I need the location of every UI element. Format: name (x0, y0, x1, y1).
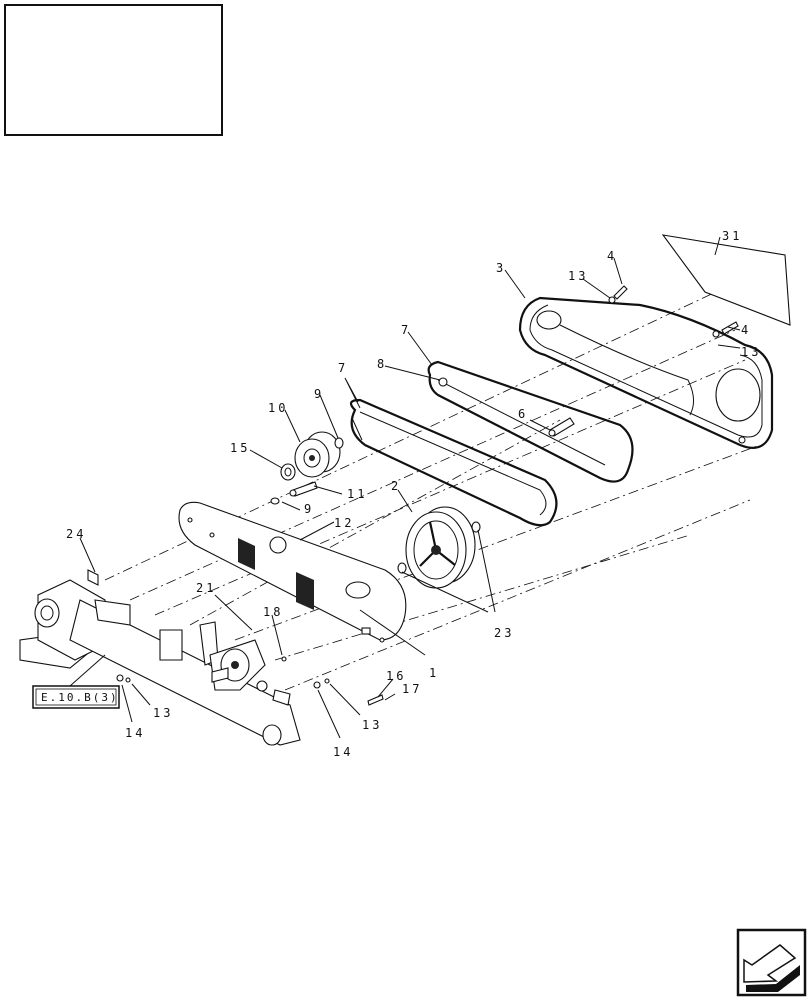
callout-4-right: 4 (741, 323, 751, 337)
callout-2: 2 (391, 479, 401, 493)
callout-11: 11 (347, 487, 367, 501)
nut-14-left (116, 674, 124, 682)
callout-21: 21 (196, 581, 216, 595)
washer-13-top (608, 296, 616, 304)
title-block (4, 4, 223, 136)
callout-17: 17 (402, 682, 422, 696)
callout-12: 12 (334, 516, 354, 530)
callout-14-right: 14 (333, 745, 353, 759)
callout-31: 31 (722, 229, 742, 243)
callout-7-upper: 7 (401, 323, 411, 337)
bolt-11 (289, 481, 318, 497)
leader-lines (69, 236, 741, 739)
belt-guard (518, 296, 774, 449)
section-reference-box[interactable]: E.10.B(3) (32, 685, 120, 709)
callout-labels: 31 3 4 13 4 13 7 8 7 6 10 9 15 11 9 2 12… (66, 229, 761, 759)
bolt-16 (367, 694, 384, 706)
callout-9-upper: 9 (314, 387, 324, 401)
frame-assembly (19, 569, 301, 746)
seal-15 (280, 463, 296, 481)
shield-panel (661, 234, 791, 326)
callout-3: 3 (496, 261, 506, 275)
callout-10: 10 (268, 401, 288, 415)
callout-13-left: 13 (153, 706, 173, 720)
washer-13-left (125, 677, 131, 683)
v-belt-small (349, 398, 558, 527)
pin-6 (548, 417, 575, 437)
bolt-4-top (613, 285, 628, 300)
nut-14-right (313, 681, 321, 689)
callout-18: 18 (263, 605, 283, 619)
callout-16: 16 (386, 669, 406, 683)
washer-9-lower (270, 497, 280, 505)
washer-13-right-guard (712, 330, 720, 338)
callout-13-center: 13 (362, 718, 382, 732)
callout-14-left: 14 (125, 726, 145, 740)
section-reference-text[interactable]: E.10.B(3) (41, 691, 119, 704)
bolt-8 (438, 377, 448, 387)
v-belt-large (427, 360, 634, 483)
callout-15: 15 (230, 441, 250, 455)
callout-4-top: 4 (607, 249, 617, 263)
callout-8: 8 (377, 357, 387, 371)
callout-7-lower: 7 (338, 361, 348, 375)
ring-23-upper (471, 521, 481, 533)
fastener-18 (281, 656, 287, 662)
callout-24: 24 (66, 527, 86, 541)
drive-pulley (405, 506, 476, 589)
ring-23-lower (397, 562, 407, 574)
washer-13-right (324, 678, 330, 684)
next-page-arrow-icon[interactable] (736, 928, 807, 997)
washer-9-upper (334, 437, 344, 449)
callout-1: 1 (429, 666, 439, 680)
callout-9-lower: 9 (304, 502, 314, 516)
callout-23: 23 (494, 626, 514, 640)
mounting-plate (178, 501, 407, 643)
callout-13-right: 13 (741, 345, 761, 359)
callout-13-top: 13 (568, 269, 588, 283)
callout-6: 6 (518, 407, 528, 421)
idler-pulley (294, 431, 341, 478)
